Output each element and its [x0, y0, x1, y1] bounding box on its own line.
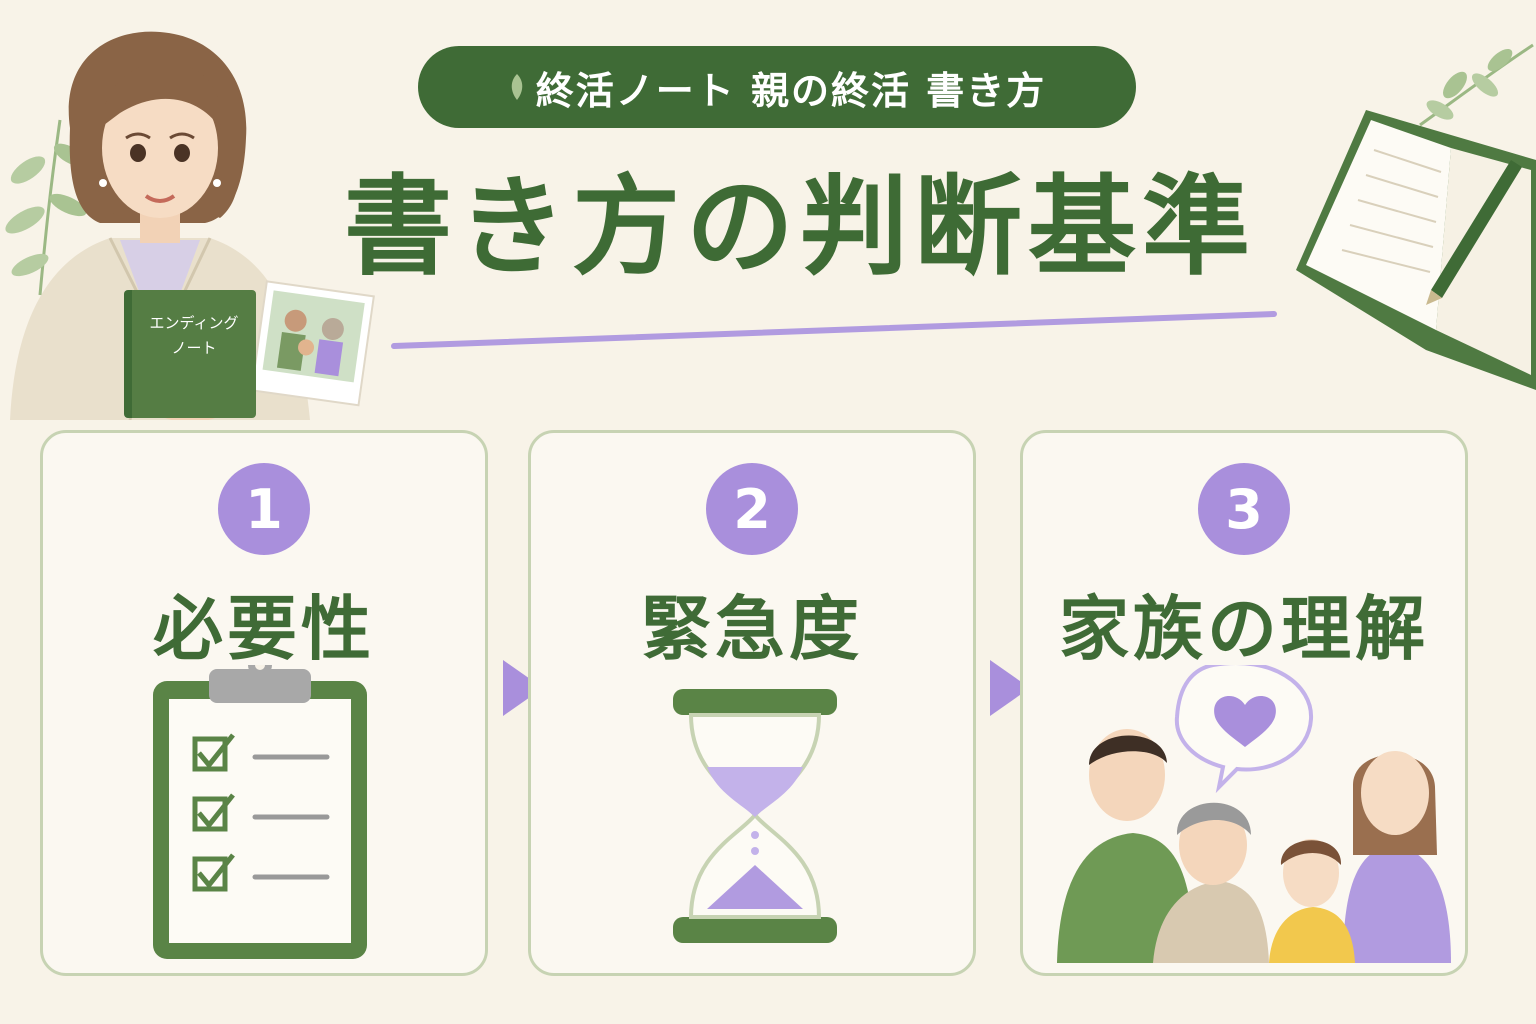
title-underline	[391, 311, 1277, 349]
book-title-line1: エンディング	[149, 314, 239, 332]
criterion-title: 緊急度	[641, 588, 863, 670]
clipboard-checklist-icon	[153, 665, 367, 959]
topic-tag-label: 終活ノート 親の終活 書き方	[535, 68, 1047, 113]
book-title-line2: ノート	[171, 339, 217, 357]
open-notebook-with-pen-icon	[1296, 110, 1536, 390]
criterion-title: 家族の理解	[1059, 588, 1429, 670]
step-number-badge: 2	[706, 463, 798, 555]
hourglass-icon	[673, 689, 837, 943]
page-title: 書き方の判断基準	[343, 165, 1256, 290]
criterion-card-3: 3 家族の理解	[1020, 430, 1468, 976]
ending-note-book: エンディング ノート	[124, 290, 256, 418]
step-number-badge: 1	[218, 463, 310, 555]
leaf-branch-right-icon	[1419, 43, 1534, 127]
topic-tag-pill: 終活ノート 親の終活 書き方	[418, 46, 1136, 128]
criterion-card-2: 2 緊急度	[528, 430, 976, 976]
step-number-badge: 3	[1198, 463, 1290, 555]
criterion-title: 必要性	[153, 588, 375, 670]
leaf-icon	[511, 74, 523, 100]
family-heart-icon	[1057, 665, 1451, 963]
criterion-card-1: 1 必要性	[40, 430, 488, 976]
